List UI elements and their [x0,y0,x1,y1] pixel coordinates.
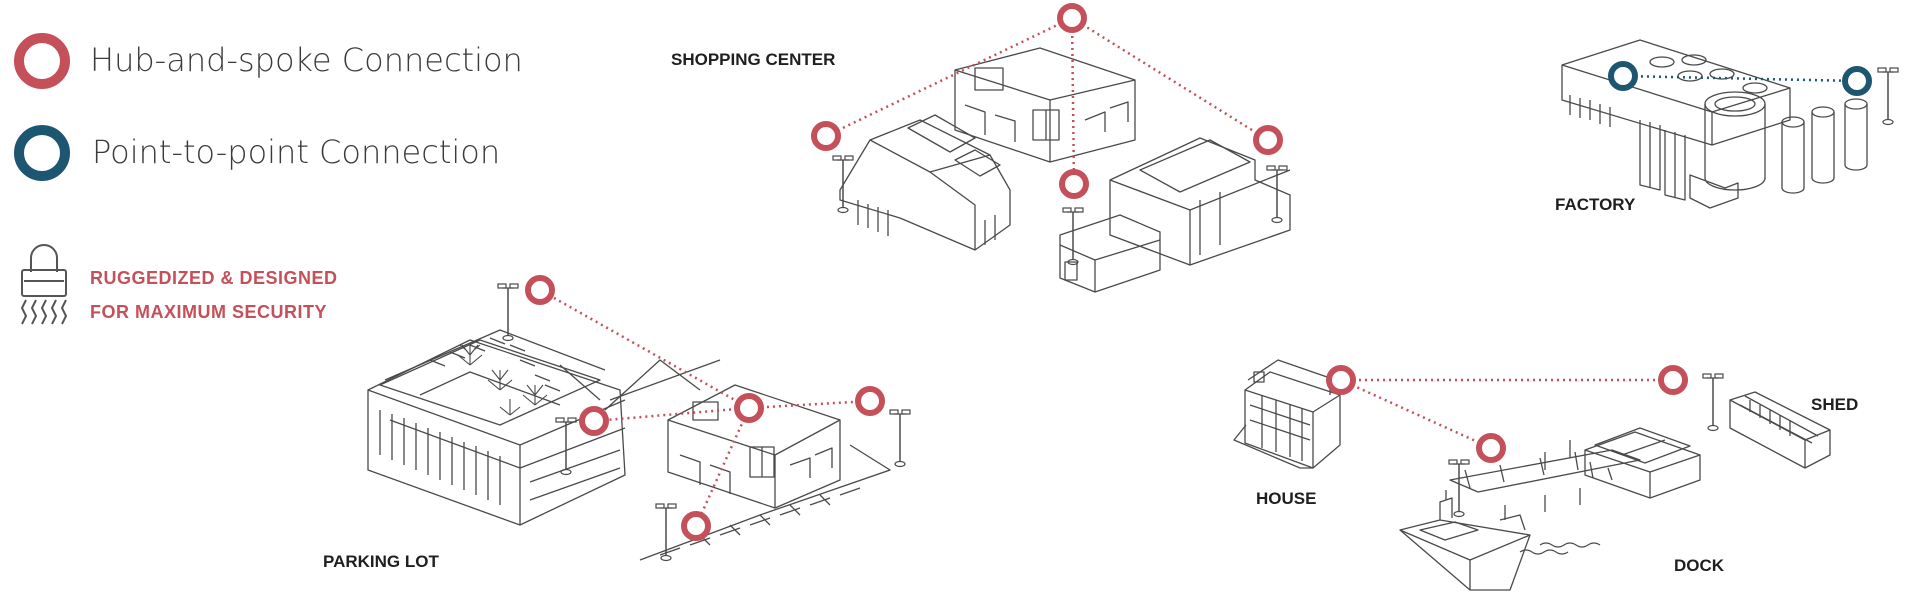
shopping-center-illustration [839,47,1291,293]
security-line-2: FOR MAXIMUM SECURITY [90,302,327,322]
dock-illustration [1399,427,1701,591]
hub-node-house [1326,365,1356,395]
house-label: HOUSE [1256,489,1317,508]
spoke-node-shopping-right [1253,125,1283,155]
factory-p2p-link [1622,74,1858,83]
hub-node-shopping-center [1057,3,1087,33]
p2p-node-factory-left [1608,61,1638,91]
spoke-node-shopping-left [811,121,841,151]
factory-label: FACTORY [1555,195,1636,214]
spoke-node-parking-bottom [681,511,711,541]
spoke-node-shopping-center [1059,169,1089,199]
p2p-legend-label: Point-to-point Connection [92,133,501,171]
shed-illustration [1729,391,1831,469]
house-illustration [1233,359,1341,469]
p2p-legend-ring-icon [14,125,70,181]
house-hub-links [1340,378,1673,450]
shopping-center-hub-links [825,16,1269,185]
parking-lot-illustration [367,329,891,561]
dock-label: DOCK [1674,556,1725,575]
padlock-waves-icon [20,244,68,325]
tree-icons [457,344,548,416]
spoke-node-parking-top [525,275,555,305]
hub-legend-ring-icon [14,33,70,89]
parking-lot-hub-links [539,288,871,527]
spoke-node-parking-right [855,386,885,416]
spoke-node-parking-left [579,406,609,436]
parking-lot-label: PARKING LOT [323,552,439,571]
spoke-node-shed [1658,365,1688,395]
security-line-1: RUGGEDIZED & DESIGNED [90,268,338,288]
p2p-node-factory-right [1842,66,1872,96]
hub-node-parking-lot [734,393,764,423]
factory-illustration [1561,39,1868,209]
shopping-center-label: SHOPPING CENTER [671,50,836,69]
spoke-node-dock [1476,433,1506,463]
shed-label: SHED [1811,395,1859,414]
hub-legend-label: Hub-and-spoke Connection [90,41,523,79]
